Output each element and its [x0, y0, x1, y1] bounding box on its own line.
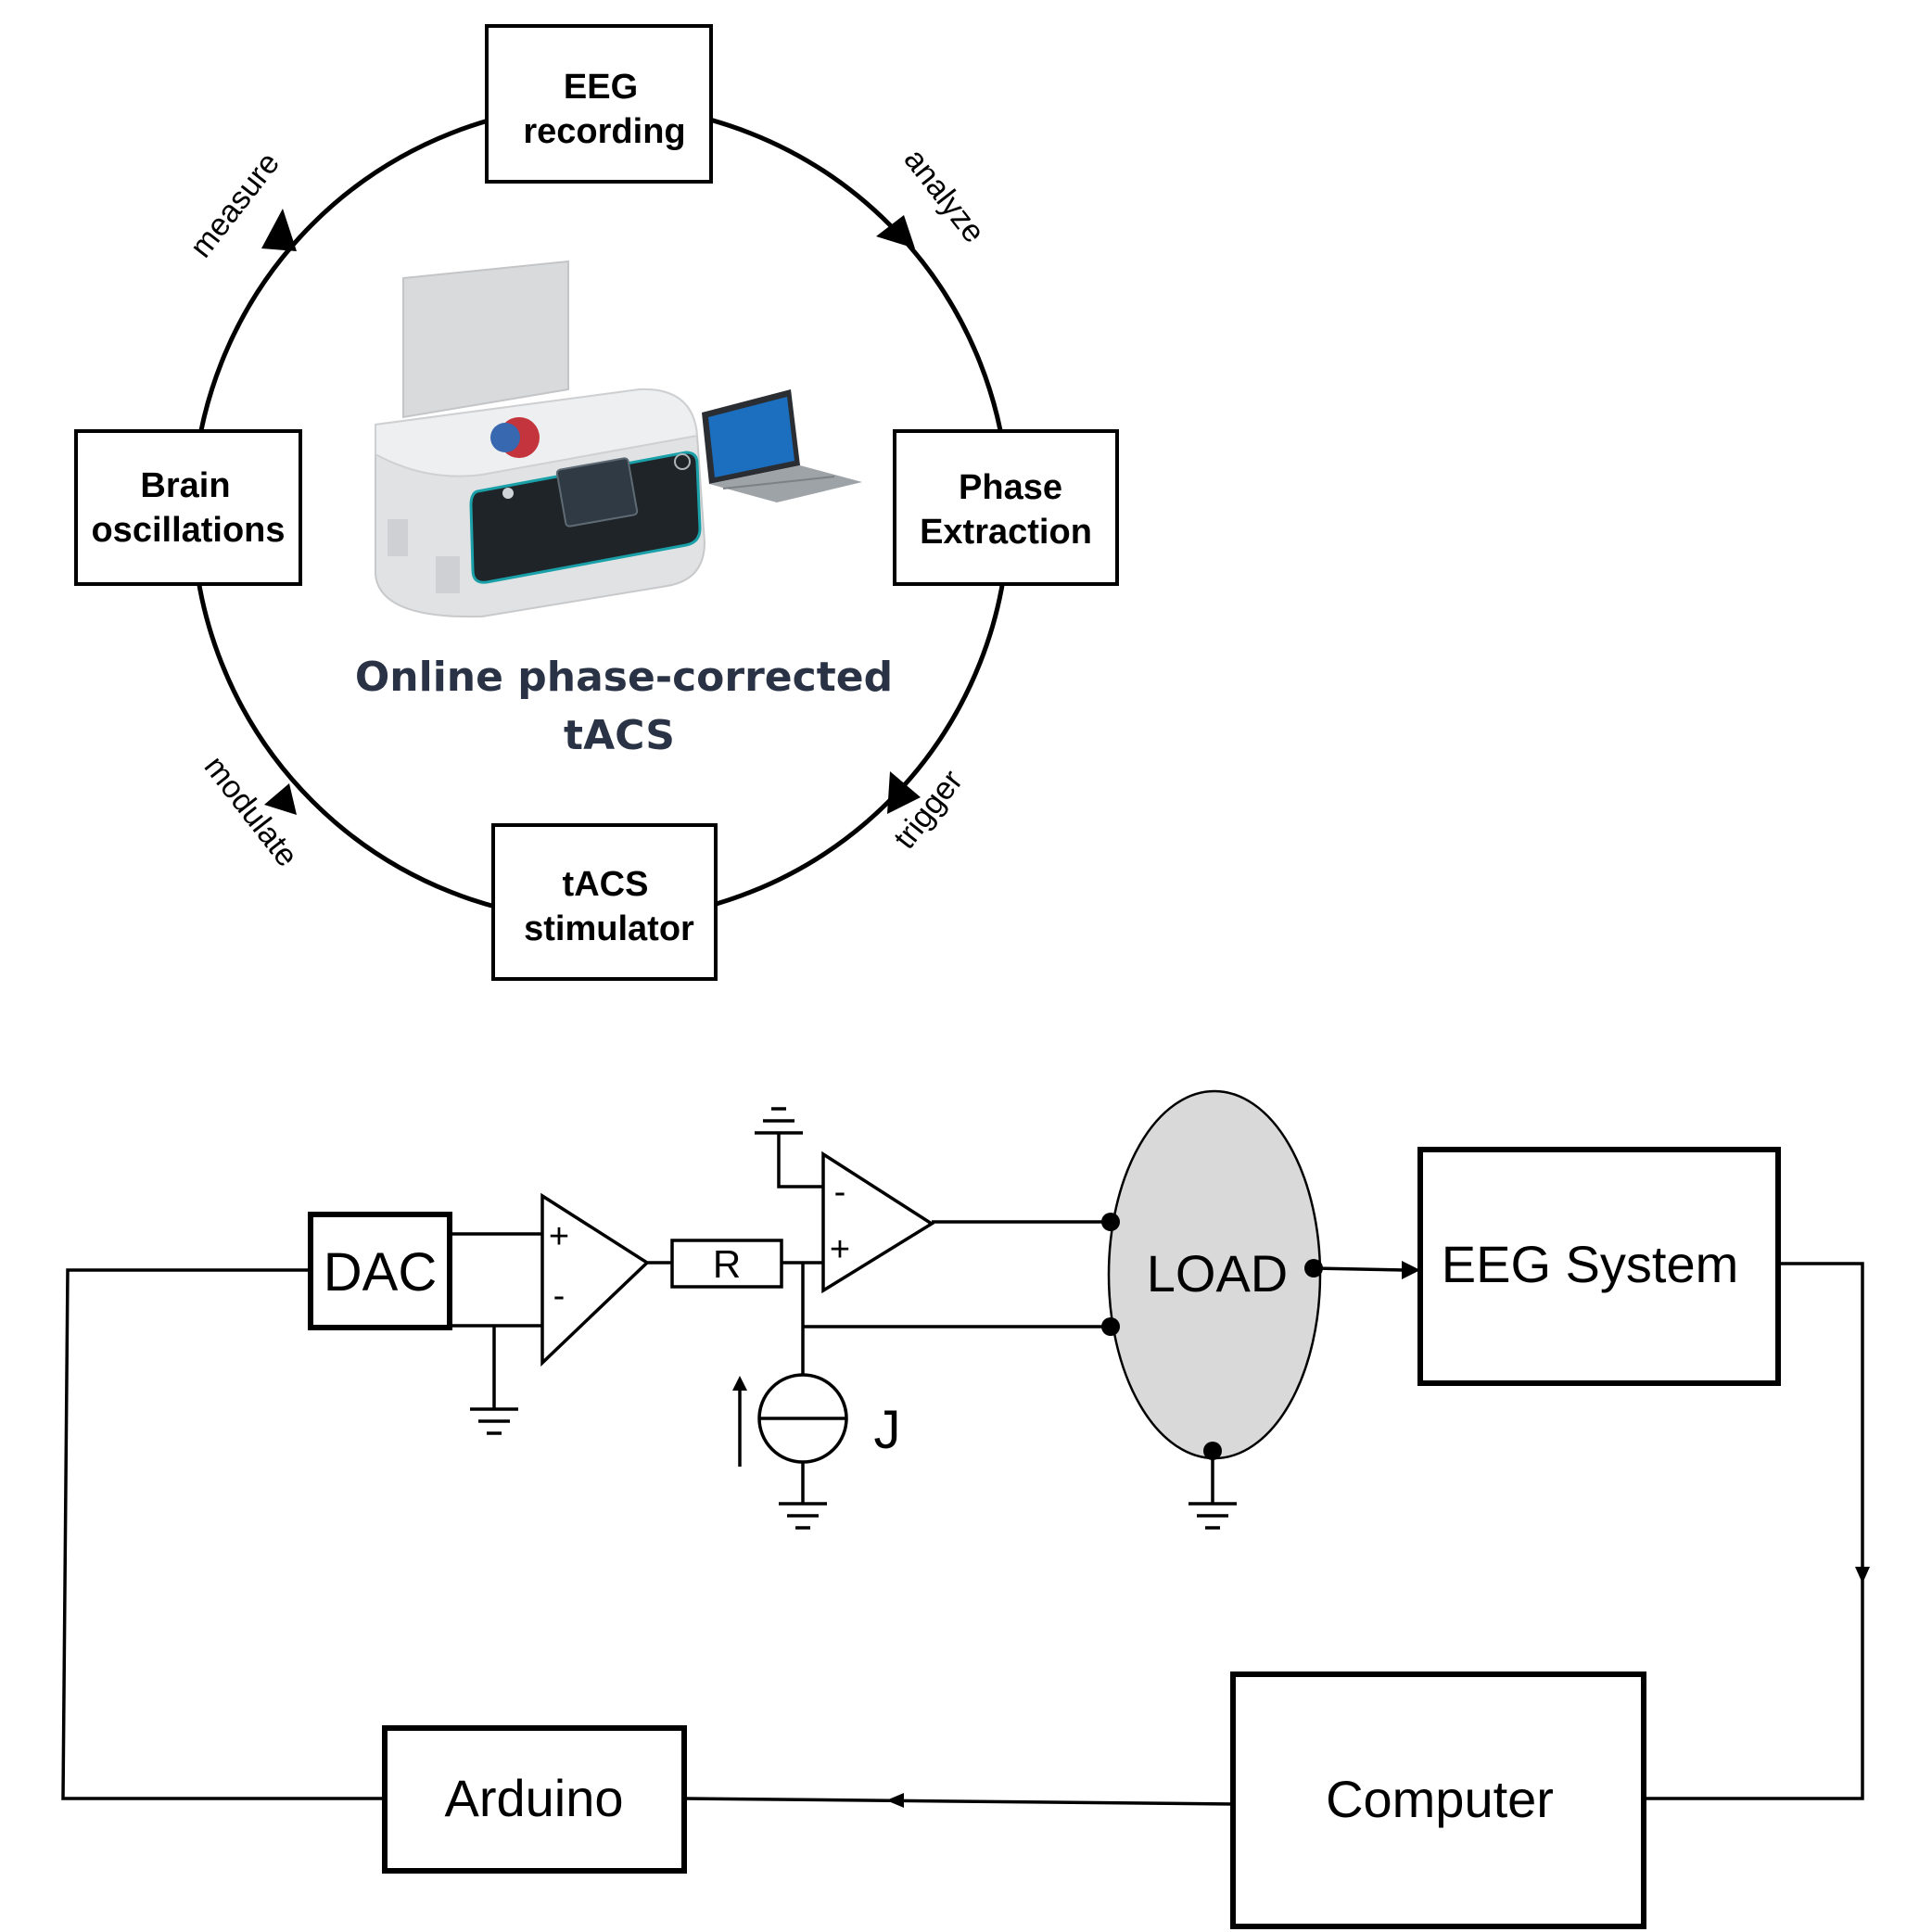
closed-loop-cycle: measure analyze trigger modulate EEG rec…	[74, 24, 1119, 981]
opamp-1-minus-label: -	[553, 1277, 566, 1316]
center-title-line1: Online phase-corrected	[355, 654, 893, 701]
center-title-line2: tACS	[564, 712, 675, 759]
ground-4-icon	[1188, 1502, 1237, 1530]
node-eeg-recording: EEG recording	[485, 24, 713, 184]
node-eeg-recording-line2: recording	[523, 112, 685, 151]
circuit-diagram: DAC + - R - +	[61, 1089, 1870, 1929]
dac-block: DAC	[308, 1212, 452, 1330]
opamp-1-plus-label: +	[549, 1217, 569, 1256]
ground-1-icon	[470, 1407, 518, 1435]
node-phase-extraction-line1: Phase	[959, 468, 1062, 507]
opamp-2: - +	[821, 1150, 935, 1294]
opamp-2-plus-label: +	[830, 1230, 850, 1269]
opamp-2-minus-label: -	[834, 1173, 846, 1212]
dac-label: DAC	[324, 1242, 437, 1303]
arrow-eeg-to-computer-icon	[1855, 1567, 1870, 1583]
wire-load-to-eeg	[1313, 1266, 1405, 1272]
node-brain-oscillations: Brain oscillations	[74, 429, 302, 586]
arrow-analyze-icon	[876, 215, 915, 248]
computer-block: Computer	[1230, 1671, 1646, 1929]
eeg-system-block: EEG System	[1417, 1147, 1781, 1386]
wire-opamp2-minus-ground	[777, 1133, 823, 1188]
ground-3-icon	[779, 1502, 827, 1530]
edge-label-analyze: analyze	[897, 142, 992, 249]
arrow-measure-icon	[261, 209, 297, 251]
current-direction-arrow-icon	[732, 1376, 747, 1391]
wire-eeg-to-computer	[1644, 1262, 1864, 1800]
node-tacs-stimulator-line2: stimulator	[524, 909, 694, 948]
arrow-trigger-icon	[887, 771, 921, 814]
current-source-j: J	[732, 1373, 901, 1504]
node-phase-extraction-line2: Extraction	[920, 513, 1092, 552]
eeg-system-label: EEG System	[1442, 1235, 1739, 1293]
arduino-label: Arduino	[444, 1769, 623, 1827]
load-terminal-1	[1101, 1213, 1120, 1231]
current-source-label: J	[874, 1400, 901, 1460]
load-label: LOAD	[1147, 1244, 1289, 1303]
stimulator-device-image	[375, 260, 706, 618]
ground-2-icon	[755, 1107, 803, 1135]
computer-label: Computer	[1326, 1770, 1554, 1828]
resistor-r: R	[670, 1239, 783, 1289]
laptop-image	[702, 389, 862, 502]
wire-computer-to-arduino	[683, 1797, 1234, 1806]
arrow-computer-to-arduino-icon	[886, 1793, 904, 1808]
opamp-1: + -	[540, 1192, 650, 1367]
arrow-load-to-eeg-icon	[1402, 1261, 1420, 1279]
load-terminal-2	[1101, 1317, 1120, 1336]
resistor-label: R	[713, 1242, 741, 1286]
node-brain-oscillations-line1: Brain	[140, 466, 230, 505]
node-brain-oscillations-line2: oscillations	[91, 511, 285, 550]
arduino-block: Arduino	[382, 1725, 687, 1874]
wire-arduino-to-dac	[61, 1268, 385, 1800]
node-tacs-stimulator-line1: tACS	[563, 865, 649, 904]
node-eeg-recording-line1: EEG	[564, 68, 638, 107]
node-tacs-stimulator: tACS stimulator	[491, 823, 718, 981]
edge-label-trigger: trigger	[887, 764, 970, 856]
node-phase-extraction: Phase Extraction	[893, 429, 1119, 586]
load: LOAD	[1101, 1089, 1323, 1460]
arrow-modulate-icon	[264, 783, 297, 815]
